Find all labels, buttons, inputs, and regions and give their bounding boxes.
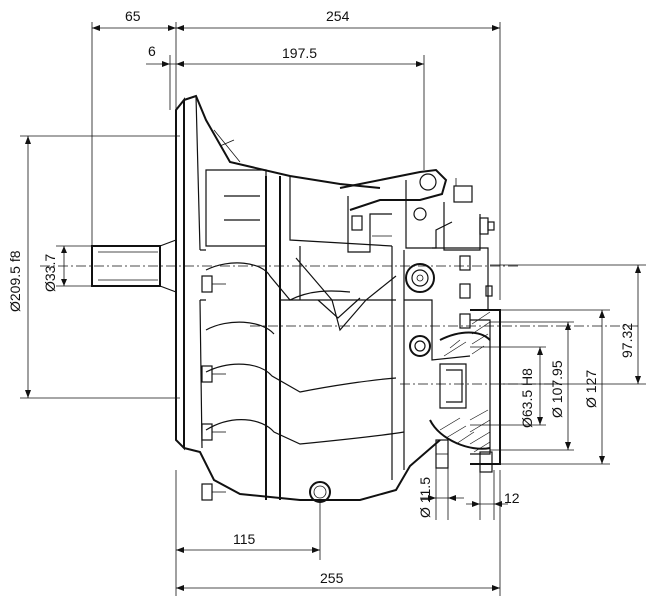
dim-bottom-12: 12 xyxy=(504,490,520,506)
dim-right-dia-107-95: Ø 107.95 xyxy=(549,360,565,418)
dim-left-dia-33-7: Ø33.7 xyxy=(42,254,58,292)
dim-top-254: 254 xyxy=(326,8,350,24)
dim-bottom-115: 115 xyxy=(233,531,256,547)
dim-right-dia-63-5: Ø63.5 H8 xyxy=(519,368,535,428)
main-case xyxy=(200,176,405,500)
dimension-lines xyxy=(20,22,646,596)
dim-right-dia-127: Ø 127 xyxy=(583,370,599,408)
output-flange xyxy=(429,309,501,473)
dim-top-6: 6 xyxy=(148,43,156,59)
dim-top-197-5: 197.5 xyxy=(282,45,317,61)
dim-right-97-32: 97.32 xyxy=(619,323,635,358)
dim-top-65: 65 xyxy=(125,8,141,24)
input-shaft xyxy=(91,239,177,293)
dimension-labels: 65 254 6 197.5 Ø209.5 f8 Ø33.7 97.32 Ø 1… xyxy=(7,8,635,586)
dim-bottom-dia-11-5: Ø 11.5 xyxy=(417,477,433,518)
dim-bottom-255: 255 xyxy=(320,570,344,586)
output-gear-area xyxy=(404,247,489,361)
case-bolts xyxy=(201,275,331,503)
shift-mechanism xyxy=(339,168,495,297)
dim-left-dia-209-5: Ø209.5 f8 xyxy=(7,250,23,312)
bell-housing xyxy=(175,94,441,501)
